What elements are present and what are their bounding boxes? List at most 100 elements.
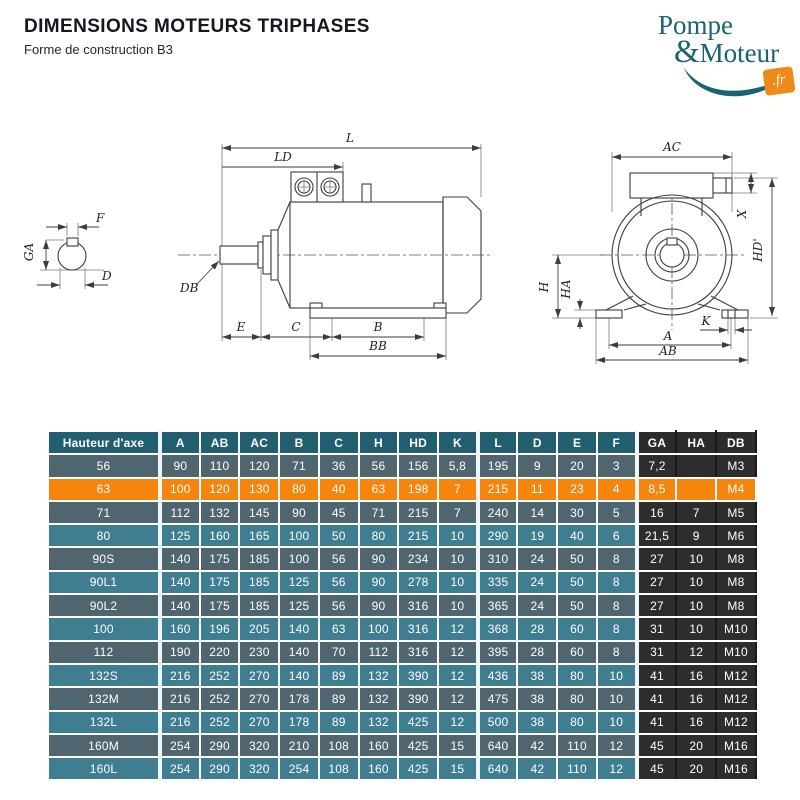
cell: 185 bbox=[238, 593, 281, 619]
cell: 500 bbox=[475, 709, 519, 735]
cell: 41 bbox=[634, 662, 678, 689]
cell: 185 bbox=[238, 569, 281, 596]
cell: 7 bbox=[675, 499, 718, 526]
cell: 140 bbox=[158, 546, 201, 572]
cell: 125 bbox=[278, 593, 320, 619]
cell: 16 bbox=[675, 686, 718, 712]
cell: 270 bbox=[238, 709, 281, 735]
cell: 205 bbox=[238, 616, 281, 642]
cell: 8 bbox=[595, 593, 638, 619]
cell: 132 bbox=[198, 499, 241, 526]
cell: 90 bbox=[278, 499, 320, 526]
cell: 220 bbox=[198, 639, 241, 665]
cell: 16 bbox=[675, 709, 718, 735]
dim-label-HA: HA bbox=[559, 279, 573, 299]
cell: 45 bbox=[634, 756, 678, 782]
cell: 63 bbox=[317, 616, 360, 642]
cell: 12 bbox=[437, 662, 479, 689]
cell: 4 bbox=[595, 476, 638, 502]
cell: 108 bbox=[317, 732, 360, 759]
cell: 7 bbox=[437, 476, 479, 502]
cell: 216 bbox=[158, 686, 201, 712]
col-header-c: C bbox=[317, 429, 360, 456]
cell: 210 bbox=[278, 732, 320, 759]
cell: 8 bbox=[595, 546, 638, 572]
cell: 16 bbox=[675, 662, 718, 689]
cell: 90 bbox=[357, 569, 400, 596]
row-label: 90L2 bbox=[47, 593, 161, 619]
cell: 41 bbox=[634, 686, 678, 712]
cell: 5 bbox=[595, 499, 638, 526]
cell: 28 bbox=[516, 639, 559, 665]
cell: 90 bbox=[357, 546, 400, 572]
row-label: 63 bbox=[47, 476, 161, 502]
cell: 110 bbox=[556, 732, 598, 759]
logo-word-moteur: &Moteur bbox=[674, 34, 780, 70]
logo-word-pompe: Pompe bbox=[658, 10, 734, 40]
cell: M6 bbox=[715, 523, 757, 549]
cell: 140 bbox=[278, 639, 320, 665]
cell: 16 bbox=[634, 499, 678, 526]
cell: 160 bbox=[158, 616, 201, 642]
cell: 120 bbox=[198, 476, 241, 502]
cell: 140 bbox=[158, 593, 201, 619]
col-header-ga: GA bbox=[634, 429, 678, 456]
cell: 56 bbox=[317, 593, 360, 619]
cell: 475 bbox=[475, 686, 519, 712]
cell: 20 bbox=[675, 732, 718, 759]
cell: 50 bbox=[556, 593, 598, 619]
cell: 90 bbox=[158, 453, 201, 479]
row-label: 160M bbox=[47, 732, 161, 759]
cell: 130 bbox=[238, 476, 281, 502]
motor-side-view: L LD DB E C B BB bbox=[178, 131, 492, 360]
cell: 234 bbox=[397, 546, 440, 572]
cell: 70 bbox=[317, 639, 360, 665]
cell: 640 bbox=[475, 732, 519, 759]
cell: 145 bbox=[238, 499, 281, 526]
cell: 60 bbox=[556, 639, 598, 665]
cell: 19 bbox=[516, 523, 559, 549]
cell: M12 bbox=[715, 686, 757, 712]
dim-label-C: C bbox=[291, 320, 300, 334]
cell: 230 bbox=[238, 639, 281, 665]
col-header-ab: AB bbox=[198, 429, 241, 456]
cell: 290 bbox=[475, 523, 519, 549]
cell: M4 bbox=[715, 476, 757, 502]
cell: 390 bbox=[397, 662, 440, 689]
cell: 40 bbox=[317, 476, 360, 502]
dim-label-HD: HD' bbox=[751, 238, 765, 262]
cell: 38 bbox=[516, 686, 559, 712]
cell: 270 bbox=[238, 662, 281, 689]
cell: 5,8 bbox=[437, 453, 479, 479]
logo-ampersand: & bbox=[674, 34, 700, 70]
row-label: 56 bbox=[47, 453, 161, 479]
page-subtitle: Forme de construction B3 bbox=[24, 42, 173, 57]
cell: 21,5 bbox=[634, 523, 678, 549]
cell: 38 bbox=[516, 709, 559, 735]
cell: 178 bbox=[278, 686, 320, 712]
cell: 28 bbox=[516, 616, 559, 642]
cell: 215 bbox=[397, 523, 440, 549]
cell: 108 bbox=[317, 756, 360, 782]
cell: 60 bbox=[556, 616, 598, 642]
row-label: 90S bbox=[47, 546, 161, 572]
cell: 196 bbox=[198, 616, 241, 642]
dim-label-L: L bbox=[345, 131, 354, 145]
cell: 24 bbox=[516, 546, 559, 572]
col-header-db: DB bbox=[715, 429, 757, 456]
cell: 156 bbox=[397, 453, 440, 479]
cell: 10 bbox=[437, 593, 479, 619]
cell: 12 bbox=[437, 709, 479, 735]
cell: 10 bbox=[595, 709, 638, 735]
row-label: 100 bbox=[47, 616, 161, 642]
cell: M8 bbox=[715, 593, 757, 619]
cell: 80 bbox=[278, 476, 320, 502]
cell: 20 bbox=[556, 453, 598, 479]
cell: 390 bbox=[397, 686, 440, 712]
cell: 8 bbox=[595, 569, 638, 596]
